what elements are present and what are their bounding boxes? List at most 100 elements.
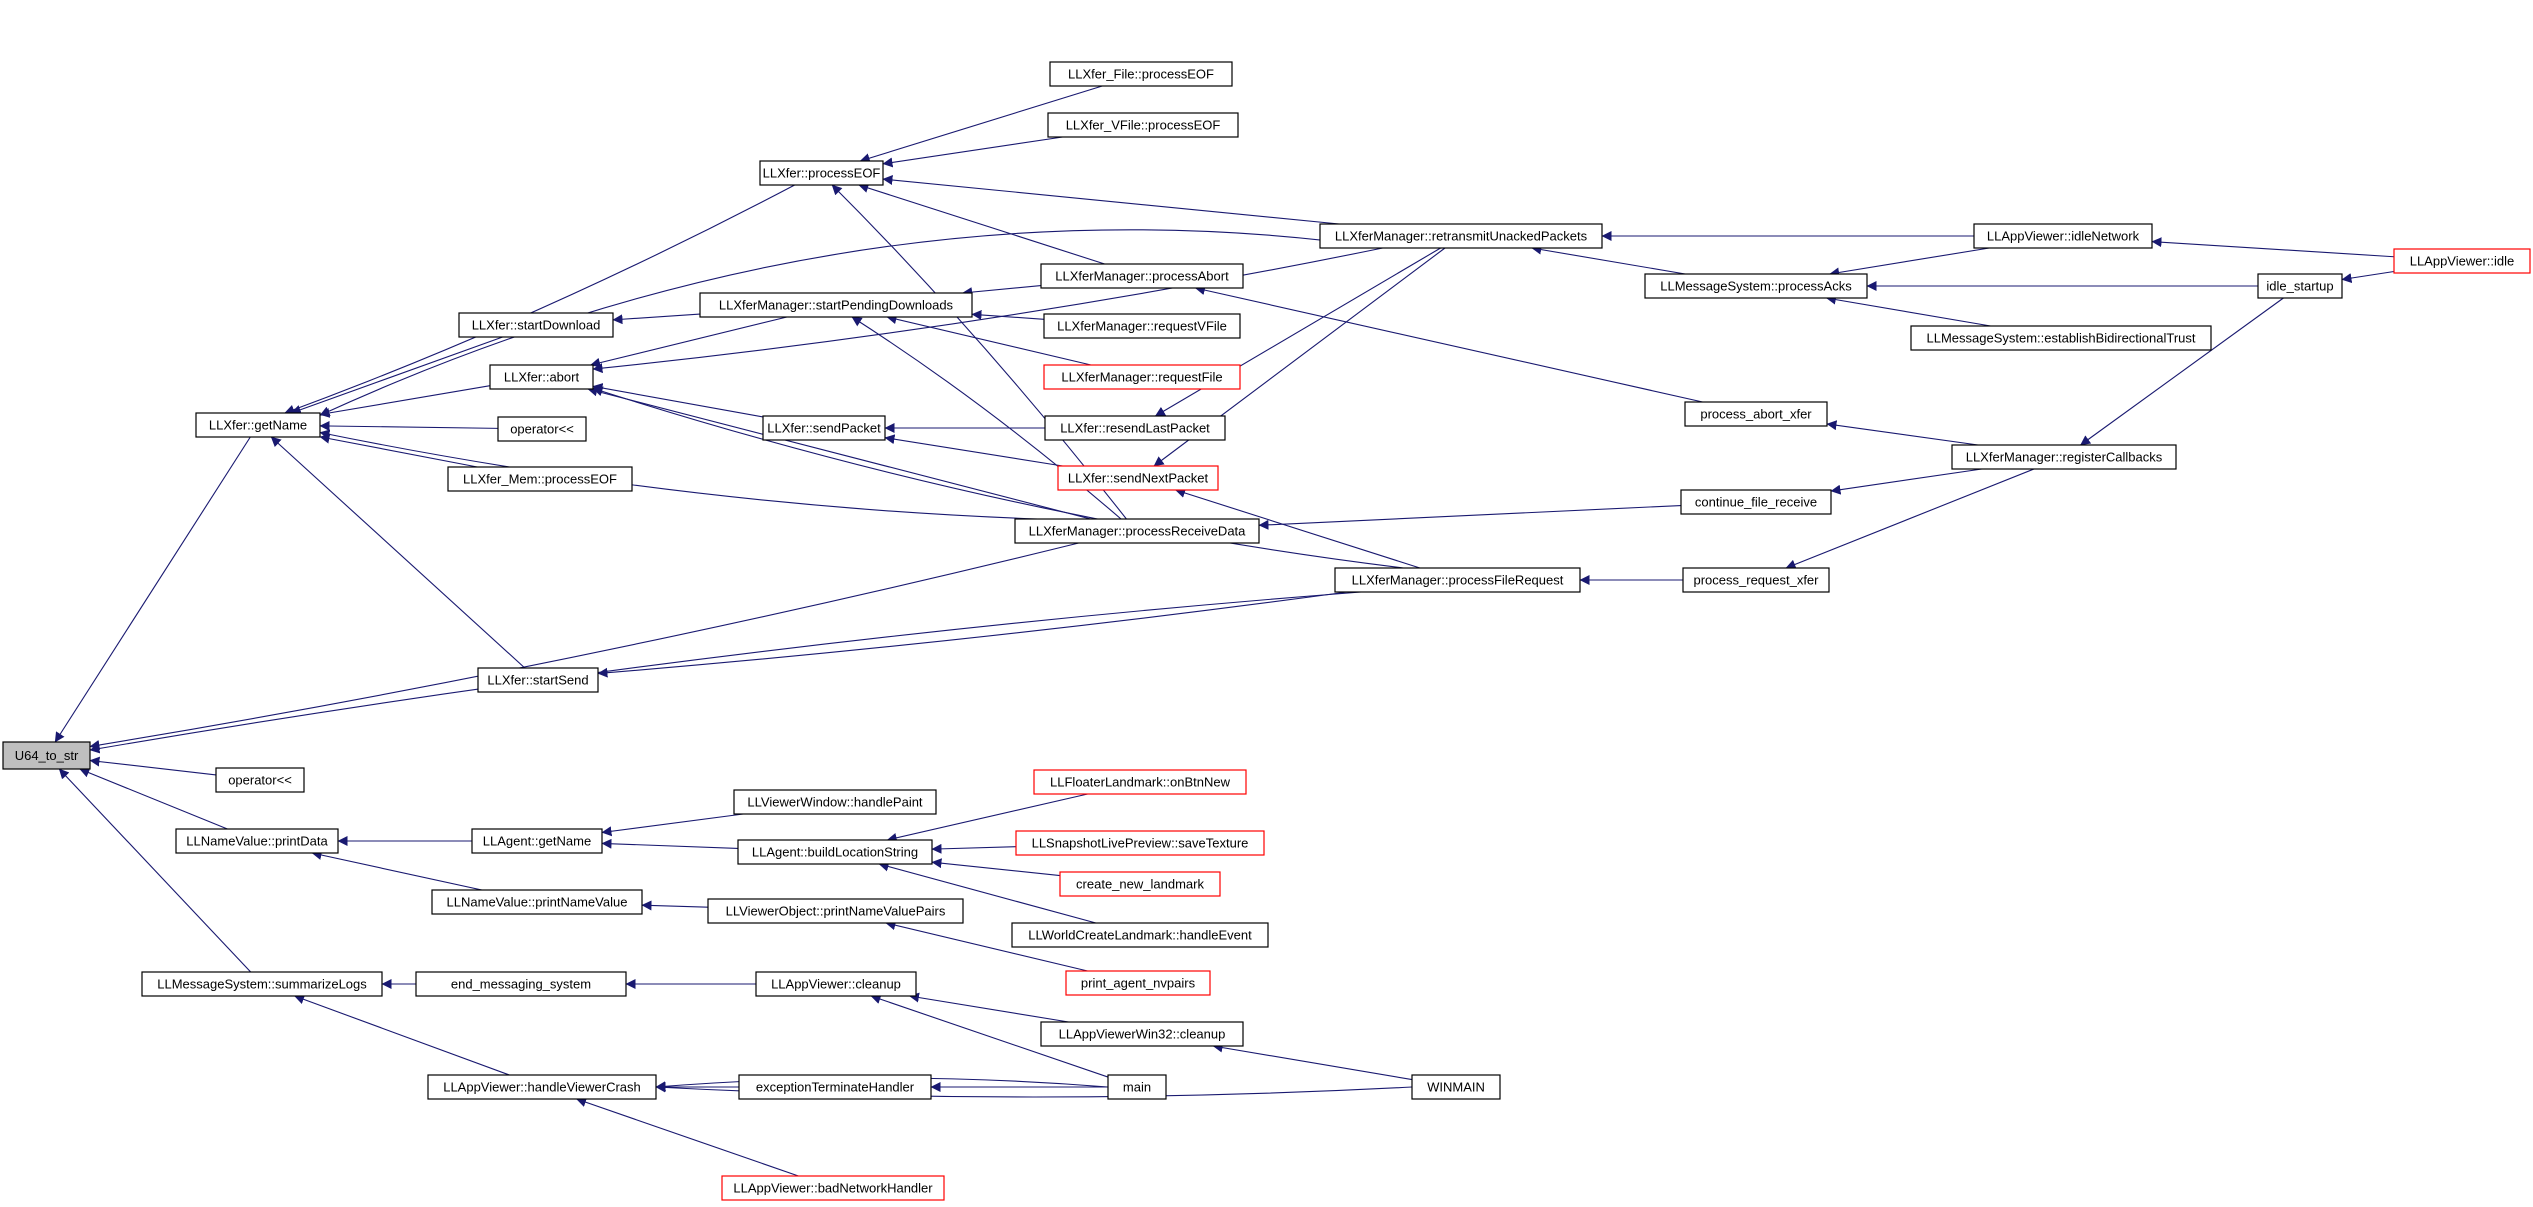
- node-xm_recv[interactable]: LLXferManager::processReceiveData: [1014, 518, 1260, 544]
- node-snap_save[interactable]: LLSnapshotLivePreview::saveTexture: [1015, 830, 1265, 856]
- node-av32_cleanup[interactable]: LLAppViewerWin32::cleanup: [1040, 1021, 1244, 1047]
- node-xm_regcb[interactable]: LLXferManager::registerCallbacks: [1951, 444, 2177, 470]
- node-box: [1684, 401, 1828, 427]
- node-label: LLAgent::buildLocationString: [752, 845, 918, 860]
- node-agent_getname[interactable]: LLAgent::getName: [471, 828, 603, 854]
- node-label: LLXferManager::requestFile: [1061, 370, 1222, 385]
- edge-file_eof-to-xfer_eof: [859, 85, 1103, 163]
- node-label: U64_to_str: [15, 748, 79, 763]
- node-box: [721, 1175, 945, 1201]
- node-label: LLNameValue::printData: [186, 834, 328, 849]
- node-vfile_eof[interactable]: LLXfer_VFile::processEOF: [1047, 112, 1239, 138]
- node-box: [737, 839, 933, 865]
- node-box: [733, 789, 937, 815]
- node-vo_printnv[interactable]: LLViewerObject::printNameValuePairs: [707, 898, 964, 924]
- node-av_badnet[interactable]: LLAppViewer::badNetworkHandler: [721, 1175, 945, 1201]
- node-print_agent[interactable]: print_agent_nvpairs: [1065, 970, 1211, 996]
- node-box: [1334, 567, 1581, 593]
- node-vw_paint[interactable]: LLViewerWindow::handlePaint: [733, 789, 937, 815]
- node-box: [762, 415, 886, 441]
- node-fl_btnnew[interactable]: LLFloaterLandmark::onBtnNew: [1033, 769, 1247, 795]
- node-oplt2[interactable]: operator<<: [497, 416, 587, 442]
- edge-oplt1-to-u64: [89, 756, 217, 776]
- node-label: LLXfer_VFile::processEOF: [1066, 118, 1221, 133]
- nodes: U64_to_strLLXfer::getNameoperator<<LLNam…: [2, 61, 2531, 1201]
- node-xfer_sendpacket[interactable]: LLXfer::sendPacket: [762, 415, 886, 441]
- node-label: LLAppViewerWin32::cleanup: [1059, 1027, 1226, 1042]
- node-box: [427, 1074, 657, 1100]
- node-agent_loc[interactable]: LLAgent::buildLocationString: [737, 839, 933, 865]
- node-oplt1[interactable]: operator<<: [215, 767, 305, 793]
- node-nv_printnv[interactable]: LLNameValue::printNameValue: [431, 889, 643, 915]
- node-u64[interactable]: U64_to_str: [2, 741, 91, 770]
- node-winmain[interactable]: WINMAIN: [1411, 1074, 1501, 1100]
- edge-xfer_sendnext-to-xfer_sendpacket: [884, 434, 1063, 467]
- node-wcl_event[interactable]: LLWorldCreateLandmark::handleEvent: [1011, 922, 1269, 948]
- node-proc_abort[interactable]: process_abort_xfer: [1684, 401, 1828, 427]
- node-ms_summ[interactable]: LLMessageSystem::summarizeLogs: [141, 971, 383, 997]
- node-xm_abort[interactable]: LLXferManager::processAbort: [1040, 263, 1244, 289]
- edge-nv_print-to-u64: [79, 767, 228, 830]
- node-label: LLAppViewer::idle: [2410, 254, 2515, 269]
- node-label: LLViewerObject::printNameValuePairs: [726, 904, 946, 919]
- node-xm_startpending[interactable]: LLXferManager::startPendingDownloads: [699, 292, 973, 318]
- node-xfer_startsend[interactable]: LLXfer::startSend: [477, 667, 599, 693]
- node-xfer_abort[interactable]: LLXfer::abort: [489, 364, 594, 390]
- node-end_msg[interactable]: end_messaging_system: [415, 971, 627, 997]
- node-label: LLWorldCreateLandmark::handleEvent: [1028, 928, 1252, 943]
- node-label: LLXfer::getName: [209, 418, 307, 433]
- node-label: LLAppViewer::idleNetwork: [1987, 229, 2140, 244]
- node-xfer_getname[interactable]: LLXfer::getName: [195, 412, 321, 438]
- node-label: LLXfer_File::processEOF: [1068, 67, 1214, 82]
- node-label: operator<<: [510, 422, 574, 437]
- node-label: LLXferManager::requestVFile: [1057, 319, 1227, 334]
- node-exc_term[interactable]: exceptionTerminateHandler: [738, 1074, 932, 1100]
- edge-xfer_sendpacket-to-xfer_abort: [592, 383, 764, 418]
- edge-proc_abort-to-xm_abort: [1194, 285, 1703, 403]
- node-av_crash[interactable]: LLAppViewer::handleViewerCrash: [427, 1074, 657, 1100]
- node-label: end_messaging_system: [451, 977, 591, 992]
- node-proc_req[interactable]: process_request_xfer: [1682, 567, 1830, 593]
- node-file_eof[interactable]: LLXfer_File::processEOF: [1049, 61, 1233, 87]
- node-av_idlenet[interactable]: LLAppViewer::idleNetwork: [1973, 223, 2153, 249]
- node-cont_file[interactable]: continue_file_receive: [1680, 489, 1832, 515]
- edge-cont_file-to-xm_recv: [1258, 504, 1682, 530]
- node-label: LLAppViewer::badNetworkHandler: [733, 1181, 933, 1196]
- node-ms_bidir[interactable]: LLMessageSystem::establishBidirectionalT…: [1910, 325, 2212, 351]
- edge-vw_paint-to-agent_getname: [601, 813, 744, 837]
- node-xfer_sendnext[interactable]: LLXfer::sendNextPacket: [1057, 465, 1219, 491]
- node-create_lm[interactable]: create_new_landmark: [1059, 871, 1221, 897]
- edge-xfer_startsend-to-xfer_getname: [270, 436, 526, 669]
- node-label: LLXfer::processEOF: [763, 166, 881, 181]
- node-label: process_request_xfer: [1693, 573, 1819, 588]
- node-box: [1047, 112, 1239, 138]
- node-box: [1680, 489, 1832, 515]
- node-label: LLViewerWindow::handlePaint: [747, 795, 923, 810]
- edge-xm_startpending-to-xfer_abort: [590, 316, 788, 368]
- node-box: [141, 971, 383, 997]
- node-ms_acks[interactable]: LLMessageSystem::processAcks: [1644, 273, 1868, 299]
- node-box: [1319, 223, 1603, 249]
- node-xm_reqvfile[interactable]: LLXferManager::requestVFile: [1043, 313, 1241, 339]
- node-xm_filereq[interactable]: LLXferManager::processFileRequest: [1334, 567, 1581, 593]
- node-box: [215, 767, 305, 793]
- node-label: process_abort_xfer: [1700, 407, 1812, 422]
- edge-av_idle-to-av_idlenet: [2151, 237, 2395, 258]
- node-xm_retrans[interactable]: LLXferManager::retransmitUnackedPackets: [1319, 223, 1603, 249]
- node-av_cleanup[interactable]: LLAppViewer::cleanup: [755, 971, 917, 997]
- node-xfer_eof[interactable]: LLXfer::processEOF: [759, 160, 884, 186]
- edge-xm_filereq-to-xfer_sendnext: [1175, 488, 1421, 569]
- node-mem_eof[interactable]: LLXfer_Mem::processEOF: [447, 466, 633, 492]
- node-av_idle[interactable]: LLAppViewer::idle: [2393, 248, 2531, 274]
- node-main[interactable]: main: [1107, 1074, 1167, 1100]
- node-xm_resend[interactable]: LLXfer::resendLastPacket: [1044, 415, 1226, 441]
- node-box: [431, 889, 643, 915]
- node-nv_print[interactable]: LLNameValue::printData: [175, 828, 339, 854]
- node-label: operator<<: [228, 773, 292, 788]
- node-xm_reqfile[interactable]: LLXferManager::requestFile: [1043, 364, 1241, 390]
- node-label: LLMessageSystem::processAcks: [1660, 279, 1852, 294]
- node-idle_startup[interactable]: idle_startup: [2257, 273, 2343, 299]
- node-box: [1057, 465, 1219, 491]
- node-xfer_startdl[interactable]: LLXfer::startDownload: [458, 312, 614, 338]
- node-label: exceptionTerminateHandler: [756, 1080, 915, 1095]
